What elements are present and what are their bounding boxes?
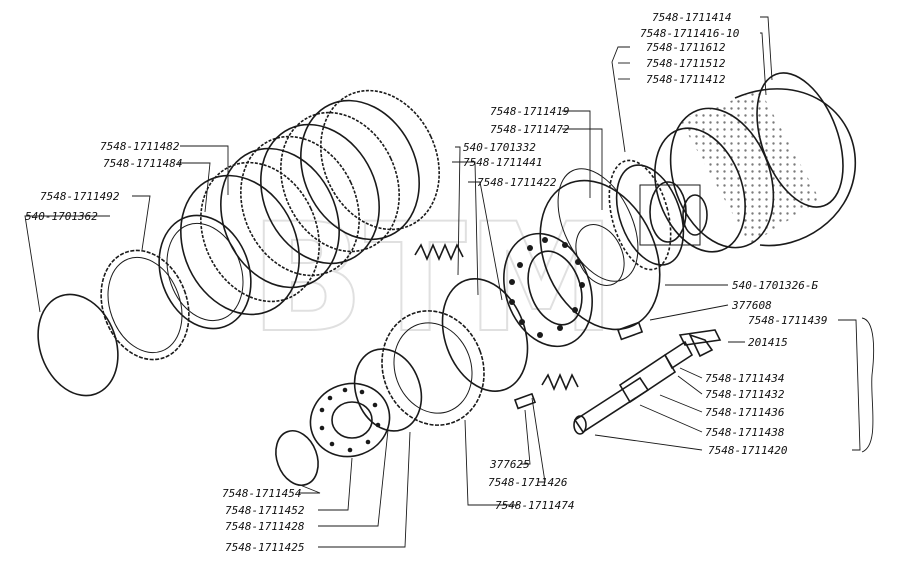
label-377625: 377625 xyxy=(489,458,530,471)
snap-ring-front xyxy=(37,293,119,397)
label-7548-1711434: 7548-1711434 xyxy=(705,372,784,385)
pin-377625 xyxy=(513,392,537,410)
snap-ring-drum xyxy=(756,72,844,208)
label-7548-1711422: 7548-1711422 xyxy=(477,176,557,189)
pressure-plate xyxy=(539,179,661,331)
valve-spool xyxy=(573,333,714,435)
label-7548-1711425: 7548-1711425 xyxy=(225,541,304,554)
toothed-ring xyxy=(100,249,190,361)
label-7548-1711439: 7548-1711439 xyxy=(748,314,827,327)
small-snap-ring xyxy=(275,430,319,486)
label-7548-1711474: 7548-1711474 xyxy=(495,499,574,512)
label-7548-1711472: 7548-1711472 xyxy=(490,123,570,136)
watermark-text: BTM xyxy=(250,192,616,366)
label-7548-1711438: 7548-1711438 xyxy=(705,426,785,439)
return-spring-upper xyxy=(414,242,464,262)
label-7548-1711420: 7548-1711420 xyxy=(708,444,788,457)
label-540-1701326-B: 540-1701326-Б xyxy=(732,279,818,292)
label-7548-1711428: 7548-1711428 xyxy=(225,520,305,533)
spring-seat-ring xyxy=(353,348,423,432)
seal-ring-large xyxy=(441,278,529,392)
clutch-drum xyxy=(654,88,856,253)
toothed-plate-lower xyxy=(381,310,485,426)
part-labels: 7548-1711414 7548-1711416-10 7548-171161… xyxy=(25,11,827,554)
label-7548-1711452: 7548-1711452 xyxy=(225,504,305,517)
label-201415: 201415 xyxy=(748,336,788,349)
label-7548-1711432: 7548-1711432 xyxy=(705,388,785,401)
label-7548-1711412: 7548-1711412 xyxy=(646,73,726,86)
label-7548-1711512: 7548-1711512 xyxy=(646,57,726,70)
clutch-pack xyxy=(180,89,440,316)
label-7548-1711436: 7548-1711436 xyxy=(705,406,785,419)
label-7548-1711441: 7548-1711441 xyxy=(463,156,542,169)
label-7548-1711414: 7548-1711414 xyxy=(652,11,731,24)
label-7548-1711482: 7548-1711482 xyxy=(100,140,180,153)
label-7548-1711419: 7548-1711419 xyxy=(490,105,569,118)
seal-ring-mid xyxy=(557,168,639,282)
label-377608: 377608 xyxy=(731,299,772,312)
label-7548-1711612: 7548-1711612 xyxy=(646,41,726,54)
label-7548-1711454: 7548-1711454 xyxy=(222,487,301,500)
pin-377608 xyxy=(616,321,644,341)
label-540-1701332: 540-1701332 xyxy=(463,141,536,154)
leader-lines xyxy=(24,16,875,548)
end-plate xyxy=(158,214,252,330)
piston-disc xyxy=(503,232,593,348)
label-7548-1711484: 7548-1711484 xyxy=(103,157,182,170)
flanged-disc xyxy=(309,382,391,458)
label-7548-1711416-10: 7548-1711416-10 xyxy=(640,27,740,40)
label-7548-1711492: 7548-1711492 xyxy=(40,190,120,203)
gear-hub-ring xyxy=(608,159,672,271)
return-spring-lower xyxy=(541,372,579,392)
label-7548-1711426: 7548-1711426 xyxy=(488,476,568,489)
retainer-clip xyxy=(678,329,722,346)
label-540-1701362: 540-1701362 xyxy=(25,210,98,223)
